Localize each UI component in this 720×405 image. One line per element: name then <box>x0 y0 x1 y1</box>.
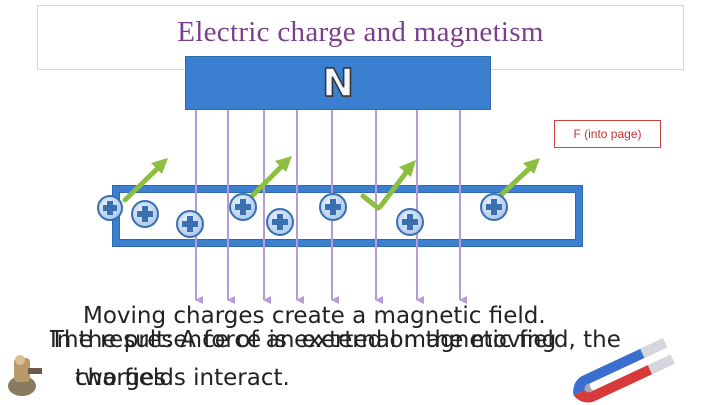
positive-charge-icon <box>319 193 347 221</box>
positive-charge-icon <box>266 208 294 236</box>
positive-charge-icon <box>396 208 424 236</box>
slide-title: Electric charge and magnetism <box>177 16 544 48</box>
caption-line-2a: charges <box>75 365 167 391</box>
positive-charge-icon <box>229 193 257 221</box>
positive-charge-icon <box>97 195 123 221</box>
positive-charge-icon <box>480 193 508 221</box>
force-arrow-icon <box>247 156 292 201</box>
positive-charge-icon <box>176 210 204 238</box>
magnet-north-pole: N <box>185 56 491 110</box>
positive-charge-icon <box>131 200 159 228</box>
force-arrow-icon <box>122 158 168 203</box>
force-arrow-icon <box>497 158 540 199</box>
charges <box>97 193 508 238</box>
caption-line-2b: two fields interact. <box>75 365 290 391</box>
magnet-label: N <box>321 60 354 106</box>
force-label-box: F (into page) <box>554 120 661 148</box>
caption-heading: Moving charges create a magnetic field. <box>83 303 546 329</box>
caption-line-1b: In the presence of an external magnetic … <box>50 327 621 353</box>
caption-line-1a: The result: A force is exerted on the mo… <box>50 327 557 353</box>
force-arrow-icon <box>360 160 416 211</box>
force-arrows <box>122 156 540 211</box>
